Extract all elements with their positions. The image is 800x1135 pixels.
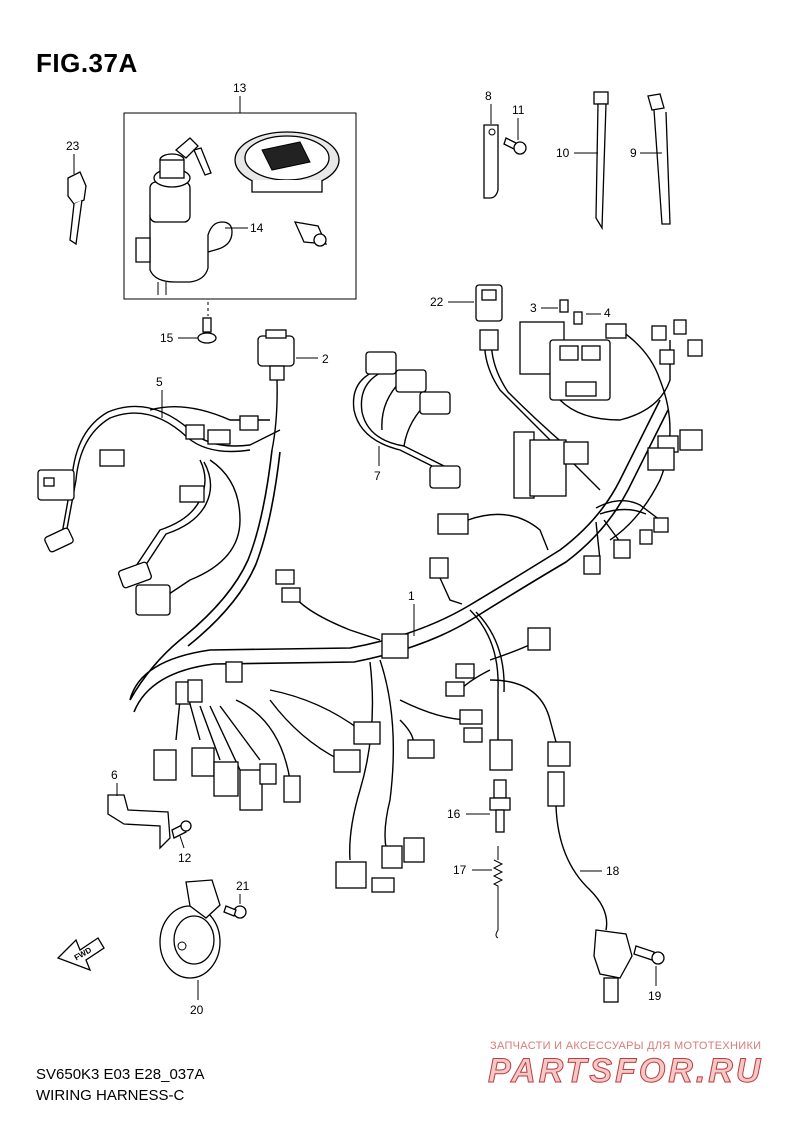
part-9-cable-tie[interactable] <box>647 93 671 225</box>
part-20-horn[interactable] <box>159 879 221 979</box>
callout-18: 18 <box>606 864 620 878</box>
callout-15: 15 <box>160 331 174 345</box>
part-23-key-blank[interactable] <box>67 171 87 246</box>
callout-10: 10 <box>556 146 570 160</box>
fwd-arrow-icon: FWD <box>56 937 105 972</box>
watermark-logo: PARTSFOR.RU <box>487 1052 764 1091</box>
callout-19: 19 <box>648 989 662 1003</box>
part-22-relay[interactable] <box>475 284 503 322</box>
part-13-ignition-switch-set[interactable] <box>123 112 357 300</box>
part-8-clamp[interactable] <box>483 124 499 199</box>
part-11-bolt[interactable] <box>503 137 527 155</box>
callout-22: 22 <box>430 295 444 309</box>
part-1-main-harness[interactable] <box>129 319 703 893</box>
callout-13: 13 <box>233 81 247 95</box>
part-10-cable-tie[interactable] <box>593 91 609 231</box>
part-12-screw[interactable] <box>171 820 192 839</box>
part-5-sub-harness[interactable] <box>37 405 281 616</box>
part-16-switch[interactable] <box>489 779 511 833</box>
callout-2: 2 <box>322 352 329 366</box>
callout-3: 3 <box>530 301 537 315</box>
part-4-fuse[interactable] <box>573 311 583 325</box>
part-6-bracket[interactable] <box>107 794 171 850</box>
callout-20: 20 <box>190 1003 204 1017</box>
part-15-screw[interactable] <box>197 317 217 344</box>
callout-6: 6 <box>111 768 118 782</box>
callout-9: 9 <box>630 146 637 160</box>
part-7-sub-harness[interactable] <box>352 351 461 489</box>
part-3-fuse[interactable] <box>559 299 569 313</box>
part-18-sensor[interactable] <box>547 771 633 1003</box>
callout-23: 23 <box>66 139 80 153</box>
callout-11: 11 <box>512 103 525 117</box>
part-21-bolt[interactable] <box>223 905 247 919</box>
part-2-connector[interactable] <box>257 329 295 451</box>
watermark-tagline: ЗАПЧАСТИ И АКСЕССУАРЫ ДЛЯ МОТОТЕХНИКИ <box>490 1040 762 1052</box>
callout-21: 21 <box>236 879 250 893</box>
callout-14: 14 <box>250 221 264 235</box>
callout-4: 4 <box>604 306 611 320</box>
callout-16: 16 <box>447 807 461 821</box>
figure-title: FIG.37A <box>36 48 138 78</box>
part-17-spring[interactable] <box>492 846 504 939</box>
section-name: WIRING HARNESS-C <box>36 1087 185 1104</box>
callout-5: 5 <box>156 375 163 389</box>
model-code: SV650K3 E03 E28_037A <box>36 1066 205 1083</box>
callout-12: 12 <box>178 851 192 865</box>
callout-17: 17 <box>453 863 467 877</box>
part-19-screw[interactable] <box>633 945 665 965</box>
callout-8: 8 <box>485 89 492 103</box>
callout-7: 7 <box>374 469 381 483</box>
callout-1: 1 <box>408 589 415 603</box>
